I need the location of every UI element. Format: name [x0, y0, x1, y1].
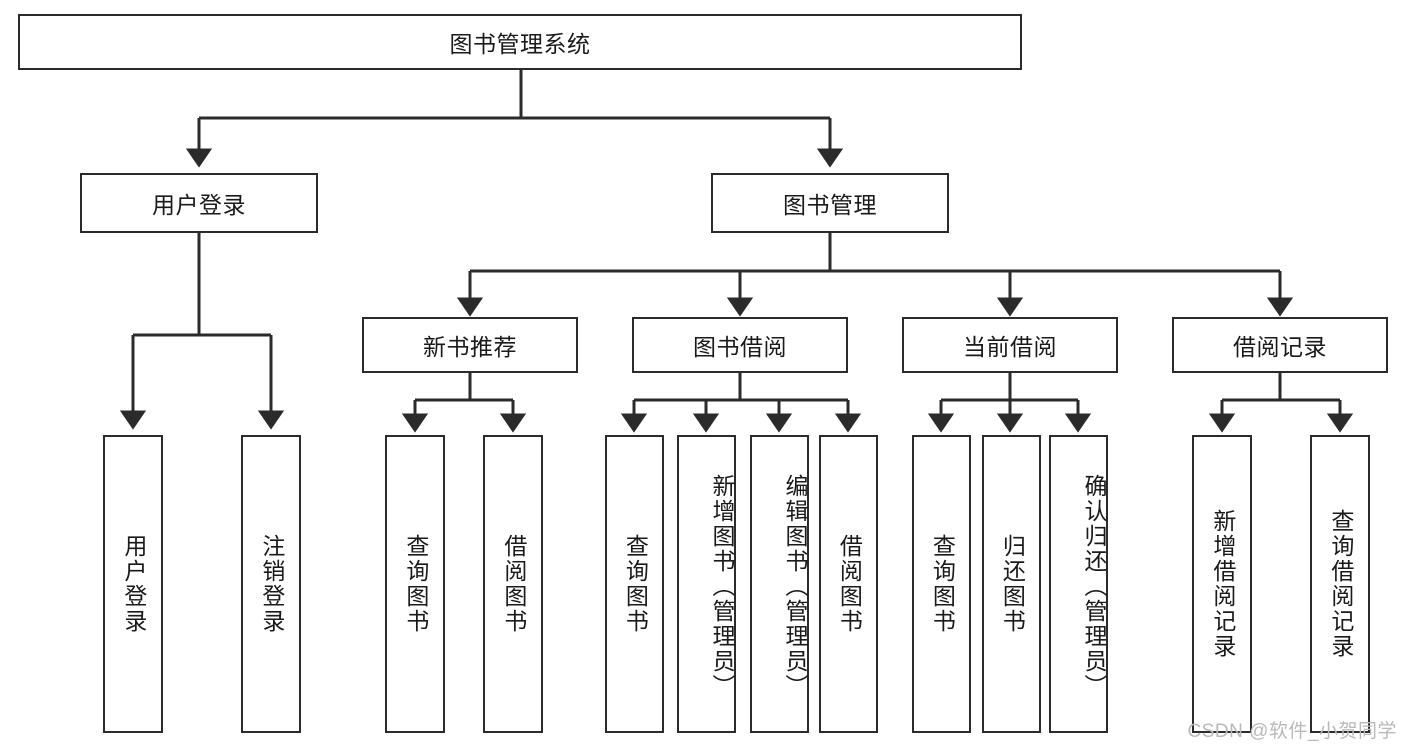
node-label: 新书推荐: [423, 334, 517, 360]
node-label: 归还图书: [999, 534, 1026, 634]
watermark: CSDN @软件_小贺同学: [1187, 721, 1397, 742]
node-label: 借阅记录: [1233, 334, 1327, 360]
node-user-login[interactable]: 用户登录: [80, 173, 318, 233]
node-label: 当前借阅: [963, 334, 1057, 360]
node-book-management[interactable]: 图书管理: [711, 173, 949, 233]
node-leaf-edit-book-admin[interactable]: 编辑图书（管理员）: [750, 435, 809, 733]
node-leaf-query-book-3[interactable]: 查询图书: [912, 435, 971, 733]
node-leaf-confirm-return-admin[interactable]: 确认归还（管理员）: [1049, 435, 1108, 733]
node-label: 用户登录: [120, 534, 147, 634]
node-leaf-query-borrow-record[interactable]: 查询借阅记录: [1310, 435, 1370, 733]
node-label: 注销登录: [258, 534, 285, 634]
node-label: 图书管理系统: [449, 31, 591, 57]
node-label: 查询图书: [929, 534, 956, 634]
node-label: 新增图书（管理员）: [709, 473, 735, 699]
node-label: 查询图书: [402, 534, 429, 634]
node-label: 查询图书: [622, 534, 649, 634]
node-leaf-add-book-admin[interactable]: 新增图书（管理员）: [677, 435, 736, 733]
node-label: 编辑图书（管理员）: [782, 473, 808, 699]
node-leaf-borrow-book-1[interactable]: 借阅图书: [483, 435, 543, 733]
node-leaf-query-book-1[interactable]: 查询图书: [385, 435, 445, 733]
node-label: 用户登录: [152, 192, 246, 218]
node-leaf-logout-login[interactable]: 注销登录: [241, 435, 301, 733]
node-leaf-user-login[interactable]: 用户登录: [103, 435, 163, 733]
node-label: 查询借阅记录: [1327, 509, 1354, 659]
node-label: 借阅图书: [500, 534, 527, 634]
node-leaf-return-book[interactable]: 归还图书: [982, 435, 1041, 733]
node-leaf-add-borrow-record[interactable]: 新增借阅记录: [1192, 435, 1252, 733]
node-root-book-management-system[interactable]: 图书管理系统: [18, 14, 1022, 70]
node-label: 图书管理: [783, 192, 877, 218]
node-label: 确认归还（管理员）: [1081, 473, 1107, 699]
node-label: 借阅图书: [836, 534, 863, 634]
node-book-borrow[interactable]: 图书借阅: [632, 317, 848, 373]
node-leaf-query-book-2[interactable]: 查询图书: [605, 435, 664, 733]
node-borrow-record[interactable]: 借阅记录: [1172, 317, 1388, 373]
node-leaf-borrow-book-2[interactable]: 借阅图书: [819, 435, 878, 733]
node-current-borrow[interactable]: 当前借阅: [902, 317, 1118, 373]
node-new-book-recommend[interactable]: 新书推荐: [362, 317, 578, 373]
node-label: 图书借阅: [693, 334, 787, 360]
node-label: 新增借阅记录: [1209, 509, 1236, 659]
